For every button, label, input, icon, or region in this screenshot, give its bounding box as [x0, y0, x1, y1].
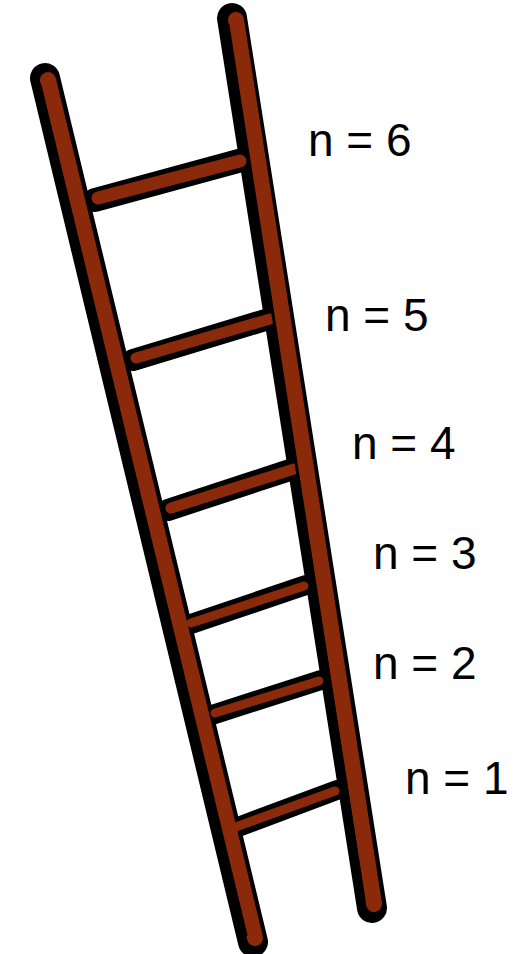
level-label: n = 1 — [405, 755, 509, 801]
level-label: n = 4 — [352, 420, 456, 466]
level-label: n = 6 — [308, 117, 412, 163]
level-label: n = 3 — [373, 530, 477, 576]
level-label: n = 2 — [373, 640, 477, 686]
level-label: n = 5 — [325, 292, 429, 338]
